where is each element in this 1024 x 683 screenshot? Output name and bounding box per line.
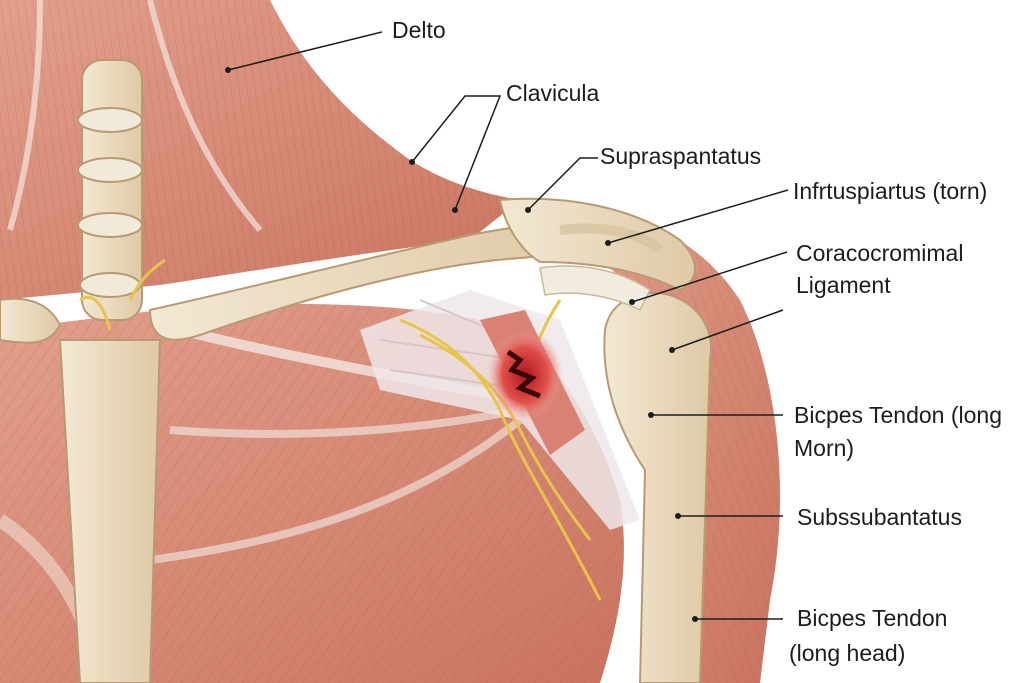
label-coracoacromial-line1: Coracocromimal	[796, 240, 964, 266]
label-supraspinatus: Supraspantatus	[600, 143, 762, 169]
clavicula-leader	[411, 95, 502, 211]
label-delto: Delto	[392, 17, 446, 43]
infraspinatus-leader	[607, 189, 789, 244]
deltoid-muscle	[560, 205, 780, 683]
sternum	[58, 339, 162, 683]
supraspinatus-dot	[525, 207, 531, 213]
subscapularis-dot	[675, 513, 681, 519]
torn-infraspinatus-muscle	[480, 310, 585, 455]
biceps-upper-leader-1	[671, 309, 784, 351]
cervical-spine	[77, 59, 143, 321]
label-clavicula: Clavicula	[506, 80, 600, 106]
label-biceps-upper-line1: Bicpes Tendon (long	[794, 402, 1002, 428]
delto-dot	[225, 67, 231, 73]
supraspinatus-leader	[527, 157, 598, 211]
label-biceps-lower-line2: (long head)	[789, 640, 906, 666]
infraspinatus-dot	[605, 240, 611, 246]
label-coracoacromial-line2: Ligament	[796, 272, 891, 298]
coracoacromial-ligament	[539, 265, 651, 312]
label-biceps-lower-line1: Bicpes Tendon	[797, 605, 948, 631]
delto-leader	[227, 31, 383, 71]
left-clavicle	[0, 297, 62, 344]
label-infraspinatus: Infrtuspiartus (torn)	[793, 178, 988, 204]
acromion	[498, 197, 696, 292]
label-biceps-upper-line2: Morn)	[794, 435, 855, 461]
label-subscapularis: Subssubantatus	[797, 504, 962, 530]
biceps-upper-dot-1	[669, 347, 675, 353]
coracoacromial-leader	[631, 251, 788, 303]
clavicula-dot-1	[409, 159, 415, 165]
biceps-upper-dot-2	[648, 412, 654, 418]
clavicula-dot-2	[452, 207, 458, 213]
biceps-lower-dot	[692, 616, 698, 622]
coracoacromial-dot	[629, 299, 635, 305]
